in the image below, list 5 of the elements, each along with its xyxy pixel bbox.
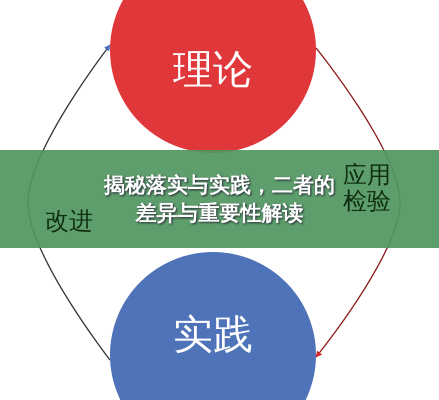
title: 揭秘落实与实践，二者的差异与重要性解读: [102, 172, 336, 227]
node-label: 实践: [173, 313, 253, 357]
edge-label: 改进: [45, 208, 93, 234]
edge-label: 应用检验: [343, 162, 391, 215]
node-label: 理论: [173, 48, 253, 92]
